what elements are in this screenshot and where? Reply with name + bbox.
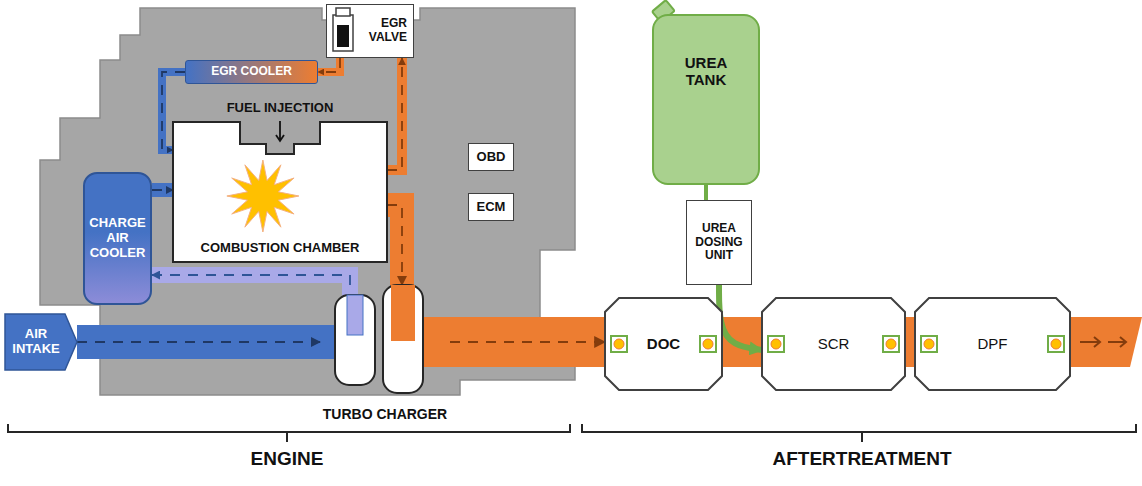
node-label: OBD [477,150,506,165]
sensor-box [611,336,627,352]
node-label: EGR COOLER [211,65,292,79]
node-label: UREA TANK [672,54,740,89]
flow-line [152,275,350,285]
pipe-connector [450,342,605,343]
dpf-filter: DPF [915,298,1070,390]
node-label: COMBUSTION CHAMBER [201,241,360,256]
combustion-burst [227,160,299,232]
pipe [905,317,915,367]
urea-dosing-unit: UREA DOSING UNIT [686,200,752,285]
sensor-dot [771,339,781,349]
egr-cooler: EGR COOLER [185,60,318,84]
sensor-box [700,336,716,352]
pipe-connector [152,190,173,191]
pipe-connector [152,275,350,285]
flow-line [77,341,320,343]
scr-catalyst: SCR [762,298,905,390]
air-intake: AIR INTAKE [5,314,77,370]
node-label: AIR INTAKE [9,327,63,357]
node-label: UREA DOSING UNIT [689,222,749,263]
pipe [387,205,402,285]
pipe [77,325,320,359]
exhaust-pipe-inside [391,285,415,341]
pipe-connector [706,185,707,200]
pipe-connector [387,205,402,285]
sensor-box [883,336,899,352]
egr-valve: EGR VALVE [326,4,414,58]
combustion-chamber: FUEL INJECTION COMBUSTION CHAMBER [173,100,387,262]
flow-line [318,58,340,72]
pipe [722,317,762,367]
node-outline [320,285,450,422]
pipe [450,317,605,367]
sensor-box [768,336,784,352]
charge-pipe-inside [347,295,363,335]
flow-line [450,341,605,343]
flow-line [387,205,402,285]
sensor-box [921,336,937,352]
intake-shape [5,314,77,370]
tailpipe [1068,317,1142,367]
engine-bracket [8,424,570,442]
valve-cap [336,8,350,16]
injection-arrow [276,121,284,141]
node-outline [173,100,387,262]
urea-tank: UREA TANK [652,14,760,185]
flow-line [152,189,173,191]
sensor-dot [1051,339,1061,349]
sensor-dot [886,339,896,349]
chamber-outline [173,122,387,262]
pipe [152,183,173,197]
catalyst-can [762,298,905,390]
pipe [719,285,762,350]
pipe-connector [77,342,320,343]
valve-stem [337,25,349,47]
turbo-charger: TURBO CHARGER [320,285,450,422]
section-label: AFTERTREATMENT [712,448,1012,470]
valve-body [333,15,353,51]
sensor-dot [703,339,713,349]
catalyst-can [915,298,1070,390]
node-label: DPF [978,335,1008,352]
node-label: TURBO CHARGER [323,406,447,422]
node-label: CHARGE AIR COOLER [87,216,148,261]
pipe-connector [318,58,340,72]
pipe-connector [905,342,915,343]
sensor-dot [924,339,934,349]
ecm-box: ECM [468,193,514,221]
pipe-connector [387,58,402,170]
section-label: ENGINE [137,448,437,470]
flow-arrow [1080,337,1126,347]
pipe [318,58,340,72]
sensor-dot [614,339,624,349]
turbine-housing [383,285,423,393]
pipe [152,275,350,285]
pipe [387,58,402,170]
node-label: EGR VALVE [357,17,407,45]
compressor-housing [335,295,375,385]
pipe-connector [719,285,762,350]
sensor-box [1048,336,1064,352]
flow-line [387,58,402,170]
charge-air-cooler: CHARGE AIR COOLER [83,172,152,305]
catalyst-can [605,298,722,390]
node-label: ECM [477,200,506,215]
obd-box: OBD [468,143,514,171]
pipe [704,185,708,200]
aftertreatment-bracket [582,424,1136,442]
node-label: SCR [818,335,850,352]
node-label: FUEL INJECTION [227,101,334,116]
doc-catalyst: DOC [605,298,722,390]
node-label: DOC [647,335,680,352]
